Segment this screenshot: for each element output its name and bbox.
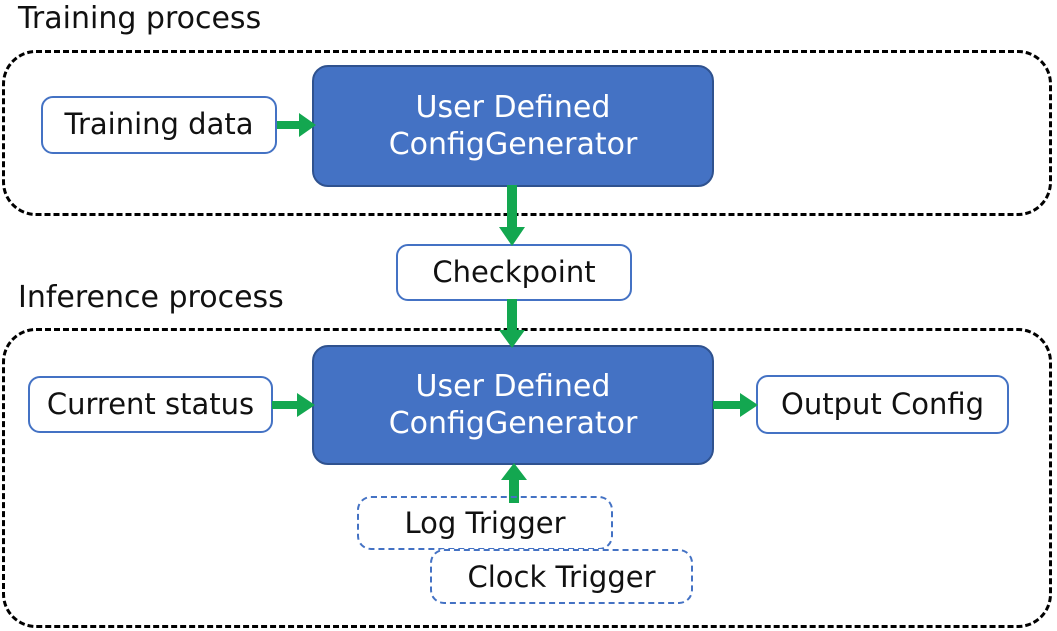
arrow-training-data-to-generator-icon bbox=[277, 110, 317, 140]
arrow-checkpoint-to-inference-generator-icon bbox=[497, 299, 527, 349]
inference-config-generator-box[interactable]: User Defined ConfigGenerator bbox=[312, 345, 714, 465]
current-status-box[interactable]: Current status bbox=[28, 376, 273, 433]
training-generator-line2: ConfigGenerator bbox=[388, 127, 638, 162]
checkpoint-box[interactable]: Checkpoint bbox=[396, 244, 632, 301]
arrow-triggers-to-generator-icon bbox=[500, 463, 528, 503]
training-process-title: Training process bbox=[18, 1, 262, 36]
arrow-generator-to-checkpoint-icon bbox=[497, 185, 527, 247]
training-generator-line1: User Defined bbox=[415, 89, 611, 125]
inference-process-title: Inference process bbox=[18, 280, 284, 315]
training-data-box[interactable]: Training data bbox=[41, 96, 277, 154]
output-config-box[interactable]: Output Config bbox=[756, 375, 1009, 434]
inference-process-container bbox=[2, 328, 1052, 628]
training-config-generator-box[interactable]: User Defined ConfigGenerator bbox=[312, 65, 714, 187]
arrow-generator-to-output-config-icon bbox=[713, 390, 759, 420]
inference-generator-line1: User Defined bbox=[415, 368, 611, 404]
inference-generator-line2: ConfigGenerator bbox=[388, 406, 638, 441]
clock-trigger-box[interactable]: Clock Trigger bbox=[430, 549, 693, 604]
arrow-current-status-to-generator-icon bbox=[272, 390, 316, 420]
log-trigger-box[interactable]: Log Trigger bbox=[357, 496, 613, 550]
training-process-container bbox=[2, 50, 1052, 216]
